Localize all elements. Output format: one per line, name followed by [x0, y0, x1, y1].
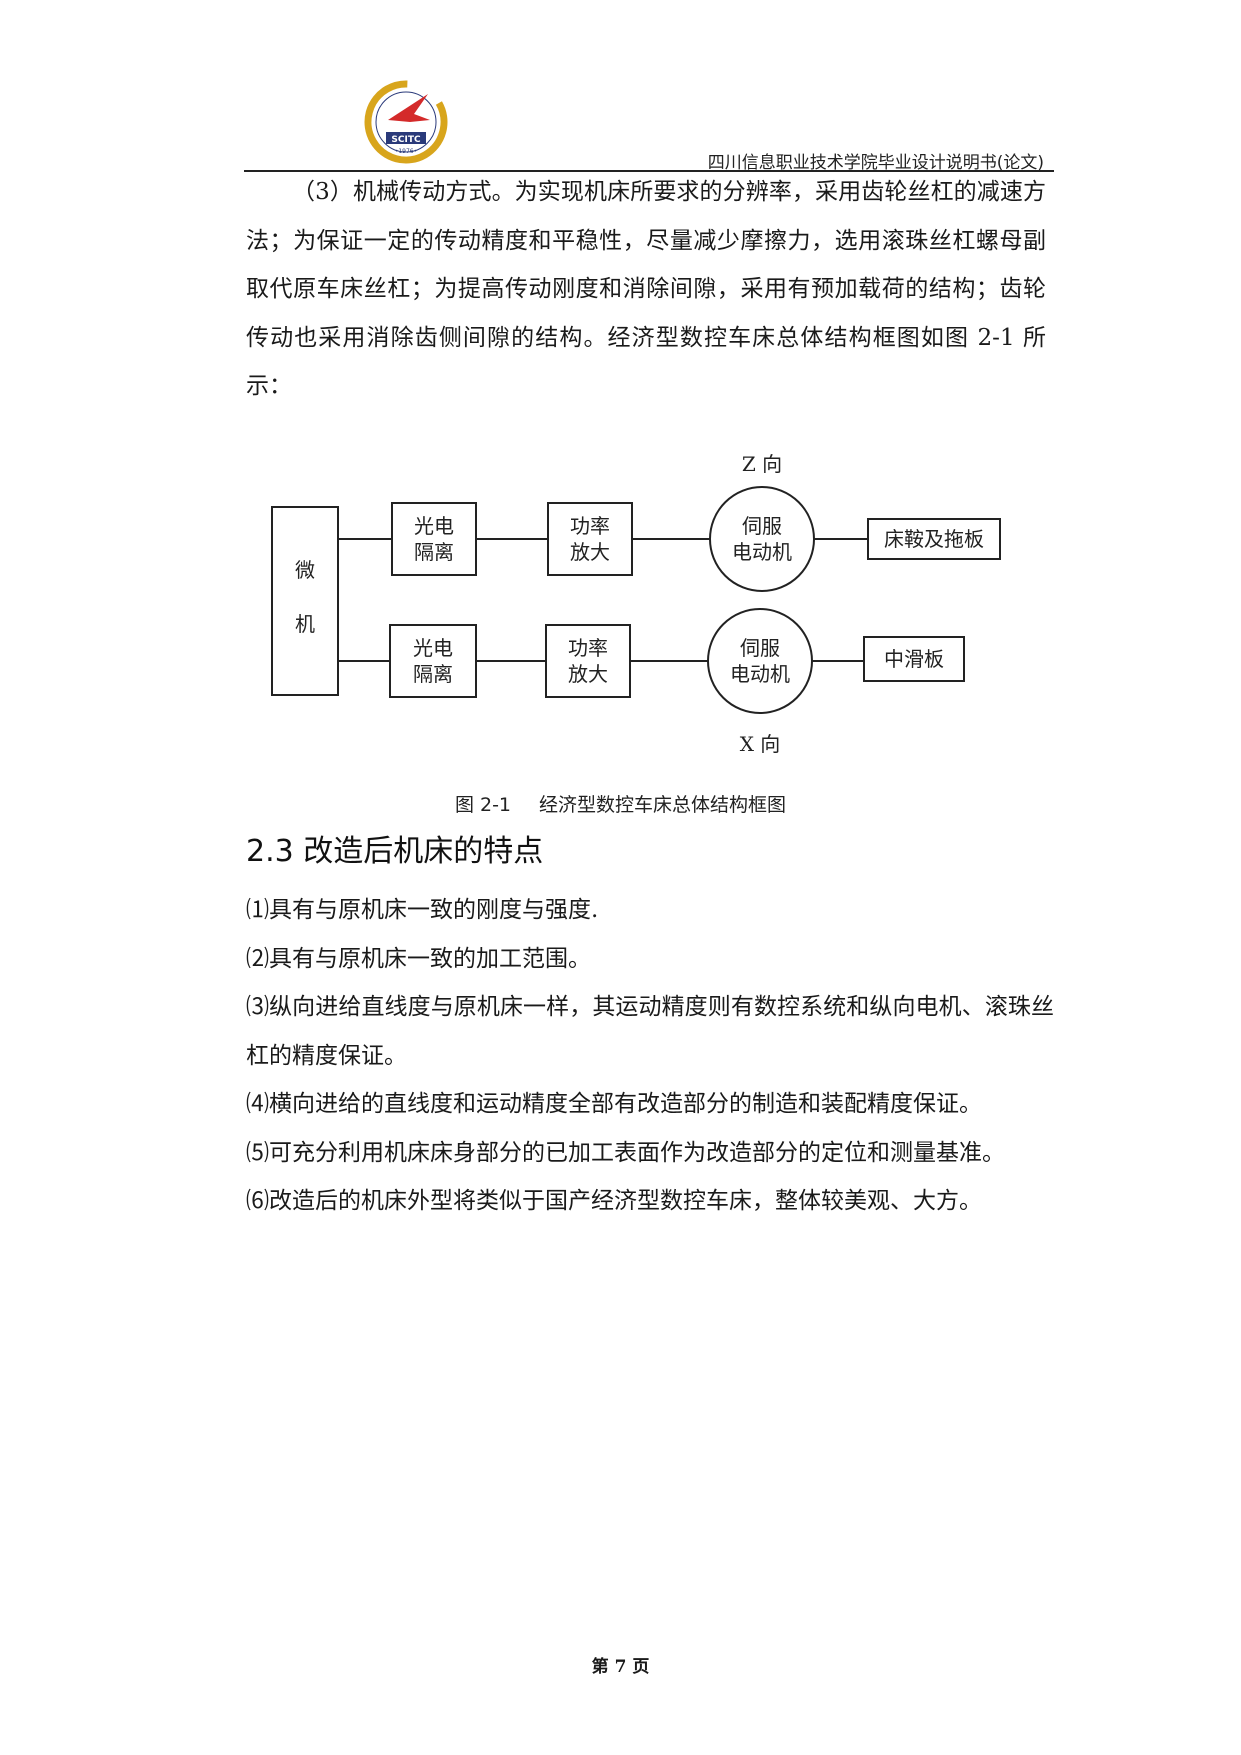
logo-text: SCITC	[391, 135, 421, 145]
section-heading: 2.3 改造后机床的特点	[246, 834, 544, 869]
figure-caption-text: 经济型数控车床总体结构框图	[539, 794, 787, 816]
servo-bottom-label-2: 电动机	[730, 662, 790, 686]
output-box-bottom	[863, 636, 965, 682]
feature-list: ⑴具有与原机床一致的刚度与强度. ⑵具有与原机床一致的加工范围。 ⑶纵向进给直线…	[246, 886, 1054, 1226]
servo-top-label-2: 电动机	[732, 540, 792, 564]
amp-top-label-1: 功率	[570, 514, 610, 538]
micro-label-1: 微	[295, 558, 315, 582]
list-item: ⑹改造后的机床外型将类似于国产经济型数控车床，整体较美观、大方。	[246, 1188, 982, 1214]
iso-top-label-2: 隔离	[414, 540, 454, 564]
amp-bottom-label-2: 放大	[568, 662, 608, 686]
structure-diagram: Z 向 X 向 微 机 光电 隔离 功率 放大 伺服 电动机 床鞍及拖板 光电 …	[271, 452, 1001, 756]
amp-bottom-label-1: 功率	[568, 636, 608, 660]
micro-label-2: 机	[295, 612, 315, 636]
iso-bottom-label-1: 光电	[413, 636, 453, 660]
micro-box	[271, 506, 339, 696]
output-top-label: 床鞍及拖板	[884, 527, 984, 551]
figure-caption: 图 2-1 经济型数控车床总体结构框图	[0, 790, 1241, 817]
list-item: ⑴具有与原机床一致的刚度与强度.	[246, 897, 599, 923]
page-number: 第 7 页	[591, 1657, 650, 1677]
intro-section: （3）机械传动方式。为实现机床所要求的分辨率，采用齿轮丝杠的减速方法；为保证一定…	[246, 168, 1046, 411]
amp-top-label-2: 放大	[570, 540, 610, 564]
x-direction-label: X 向	[740, 732, 781, 756]
servo-bottom-label-1: 伺服	[740, 636, 780, 660]
list-item: ⑵具有与原机床一致的加工范围。	[246, 945, 591, 972]
iso-top-label-1: 光电	[414, 514, 454, 538]
figure-number: 图 2-1	[454, 794, 512, 816]
list-item: ⑸可充分利用机床床身部分的已加工表面作为改造部分的定位和测量基准。	[246, 1139, 1005, 1166]
list-item: ⑶纵向进给直线度与原机床一样，其运动精度则有数控系统和纵向电机、滚珠丝杠的精度保…	[246, 994, 1054, 1069]
output-bottom-label: 中滑板	[884, 647, 944, 671]
page-header: SCITC •1976• 四川信息职业技术学院毕业设计说明书(论文)	[244, 60, 1054, 176]
servo-motor-bottom	[707, 608, 813, 714]
z-direction-label: Z 向	[742, 452, 782, 476]
iso-bottom-label-2: 隔离	[413, 662, 453, 686]
servo-motor-top	[709, 486, 815, 592]
header-title: 四川信息职业技术学院毕业设计说明书(论文)	[707, 153, 1044, 173]
list-item: ⑷横向进给的直线度和运动精度全部有改造部分的制造和装配精度保证。	[246, 1091, 982, 1117]
header-rule	[244, 170, 1054, 172]
servo-top-label-1: 伺服	[742, 514, 782, 538]
school-logo: SCITC •1976•	[364, 80, 448, 164]
intro-paragraph: （3）机械传动方式。为实现机床所要求的分辨率，采用齿轮丝杠的减速方法；为保证一定…	[246, 179, 1046, 399]
logo-year: •1976•	[395, 148, 417, 155]
